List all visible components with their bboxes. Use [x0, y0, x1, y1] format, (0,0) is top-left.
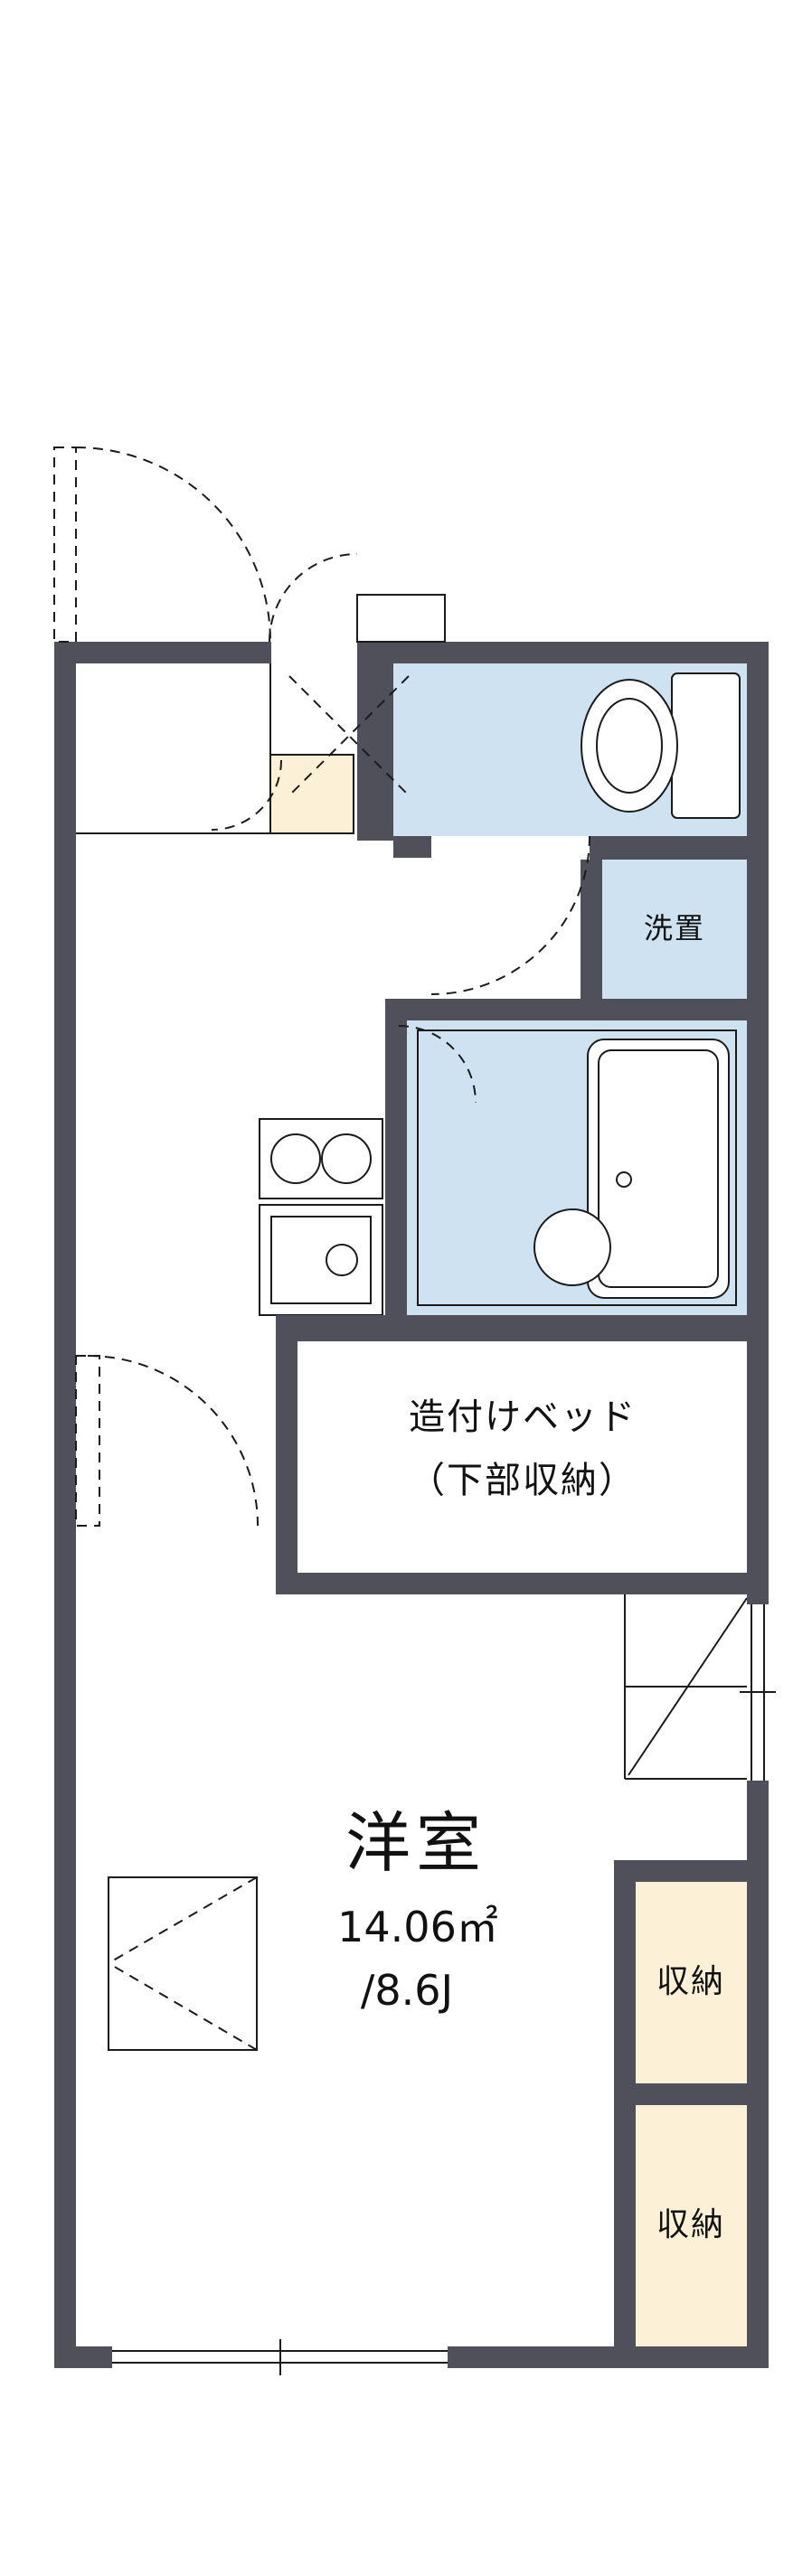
- toilet-door-swing-icon: [430, 835, 590, 995]
- entry-door-leaf: [356, 594, 446, 643]
- wall-segment: [614, 2083, 769, 2105]
- unit-bath: [417, 1029, 737, 1306]
- closet-bottom-label: 収納: [656, 2206, 726, 2244]
- room-tatami-label: /8.6J: [360, 1965, 454, 2015]
- wall-segment: [54, 642, 271, 663]
- built-in-bed-label-line2: （下部収納）: [409, 1460, 637, 1501]
- washer-room-floor: [602, 860, 747, 999]
- wall-segment: [54, 642, 76, 2368]
- wall-segment: [276, 1315, 297, 1594]
- closet-top-floor: [636, 1882, 747, 2083]
- bay-window-frame: [108, 1876, 258, 2051]
- wall-segment: [54, 2346, 112, 2368]
- closet-top-label: 収納: [656, 1963, 726, 2001]
- wall-segment: [357, 642, 769, 663]
- storage-diagonal-area: [624, 1594, 748, 1780]
- genkan-edge-lines: [76, 663, 271, 834]
- genkan-door-swing-icon: [211, 759, 282, 831]
- room-area-label: 14.06㎡: [337, 1902, 498, 1951]
- toilet-icon: [581, 672, 741, 819]
- window-right: [740, 1604, 776, 1781]
- wall-segment: [614, 1860, 769, 1882]
- walls: [54, 642, 769, 2368]
- window-bottom: [112, 2339, 448, 2375]
- entry-door-swing-icon: [53, 447, 358, 643]
- washer-label: 洗置: [643, 911, 706, 946]
- room-name-label: 洋室: [345, 1805, 487, 1882]
- wall-segment: [590, 836, 747, 860]
- wall-segment: [276, 1315, 747, 1341]
- wall-segment: [747, 642, 769, 1604]
- bathtub-icon: [587, 1039, 730, 1299]
- wall-segment: [385, 999, 747, 1020]
- built-in-bed-label-line1: 造付けベッド: [409, 1396, 637, 1438]
- stove-burners-icon: [259, 1118, 383, 1199]
- wash-bowl-icon: [533, 1208, 611, 1286]
- kitchen-sink-icon: [259, 1204, 383, 1316]
- wall-segment: [276, 1573, 769, 1594]
- overhead-storage-x-icon: [288, 675, 410, 796]
- wall-segment: [581, 860, 602, 999]
- closet-bottom-floor: [636, 2105, 747, 2346]
- bath-door-swing-icon: [398, 1025, 477, 1104]
- wall-segment: [448, 2346, 769, 2368]
- wall-segment: [357, 642, 393, 841]
- wall-segment: [385, 999, 407, 1318]
- kitchen-unit: [259, 1118, 383, 1316]
- room-door-swing-icon: [75, 1355, 259, 1527]
- bay-window-icon: [108, 1876, 258, 2051]
- unit-bath-outline: [417, 1029, 737, 1306]
- genkan-step: [269, 754, 354, 834]
- wall-segment: [393, 836, 431, 858]
